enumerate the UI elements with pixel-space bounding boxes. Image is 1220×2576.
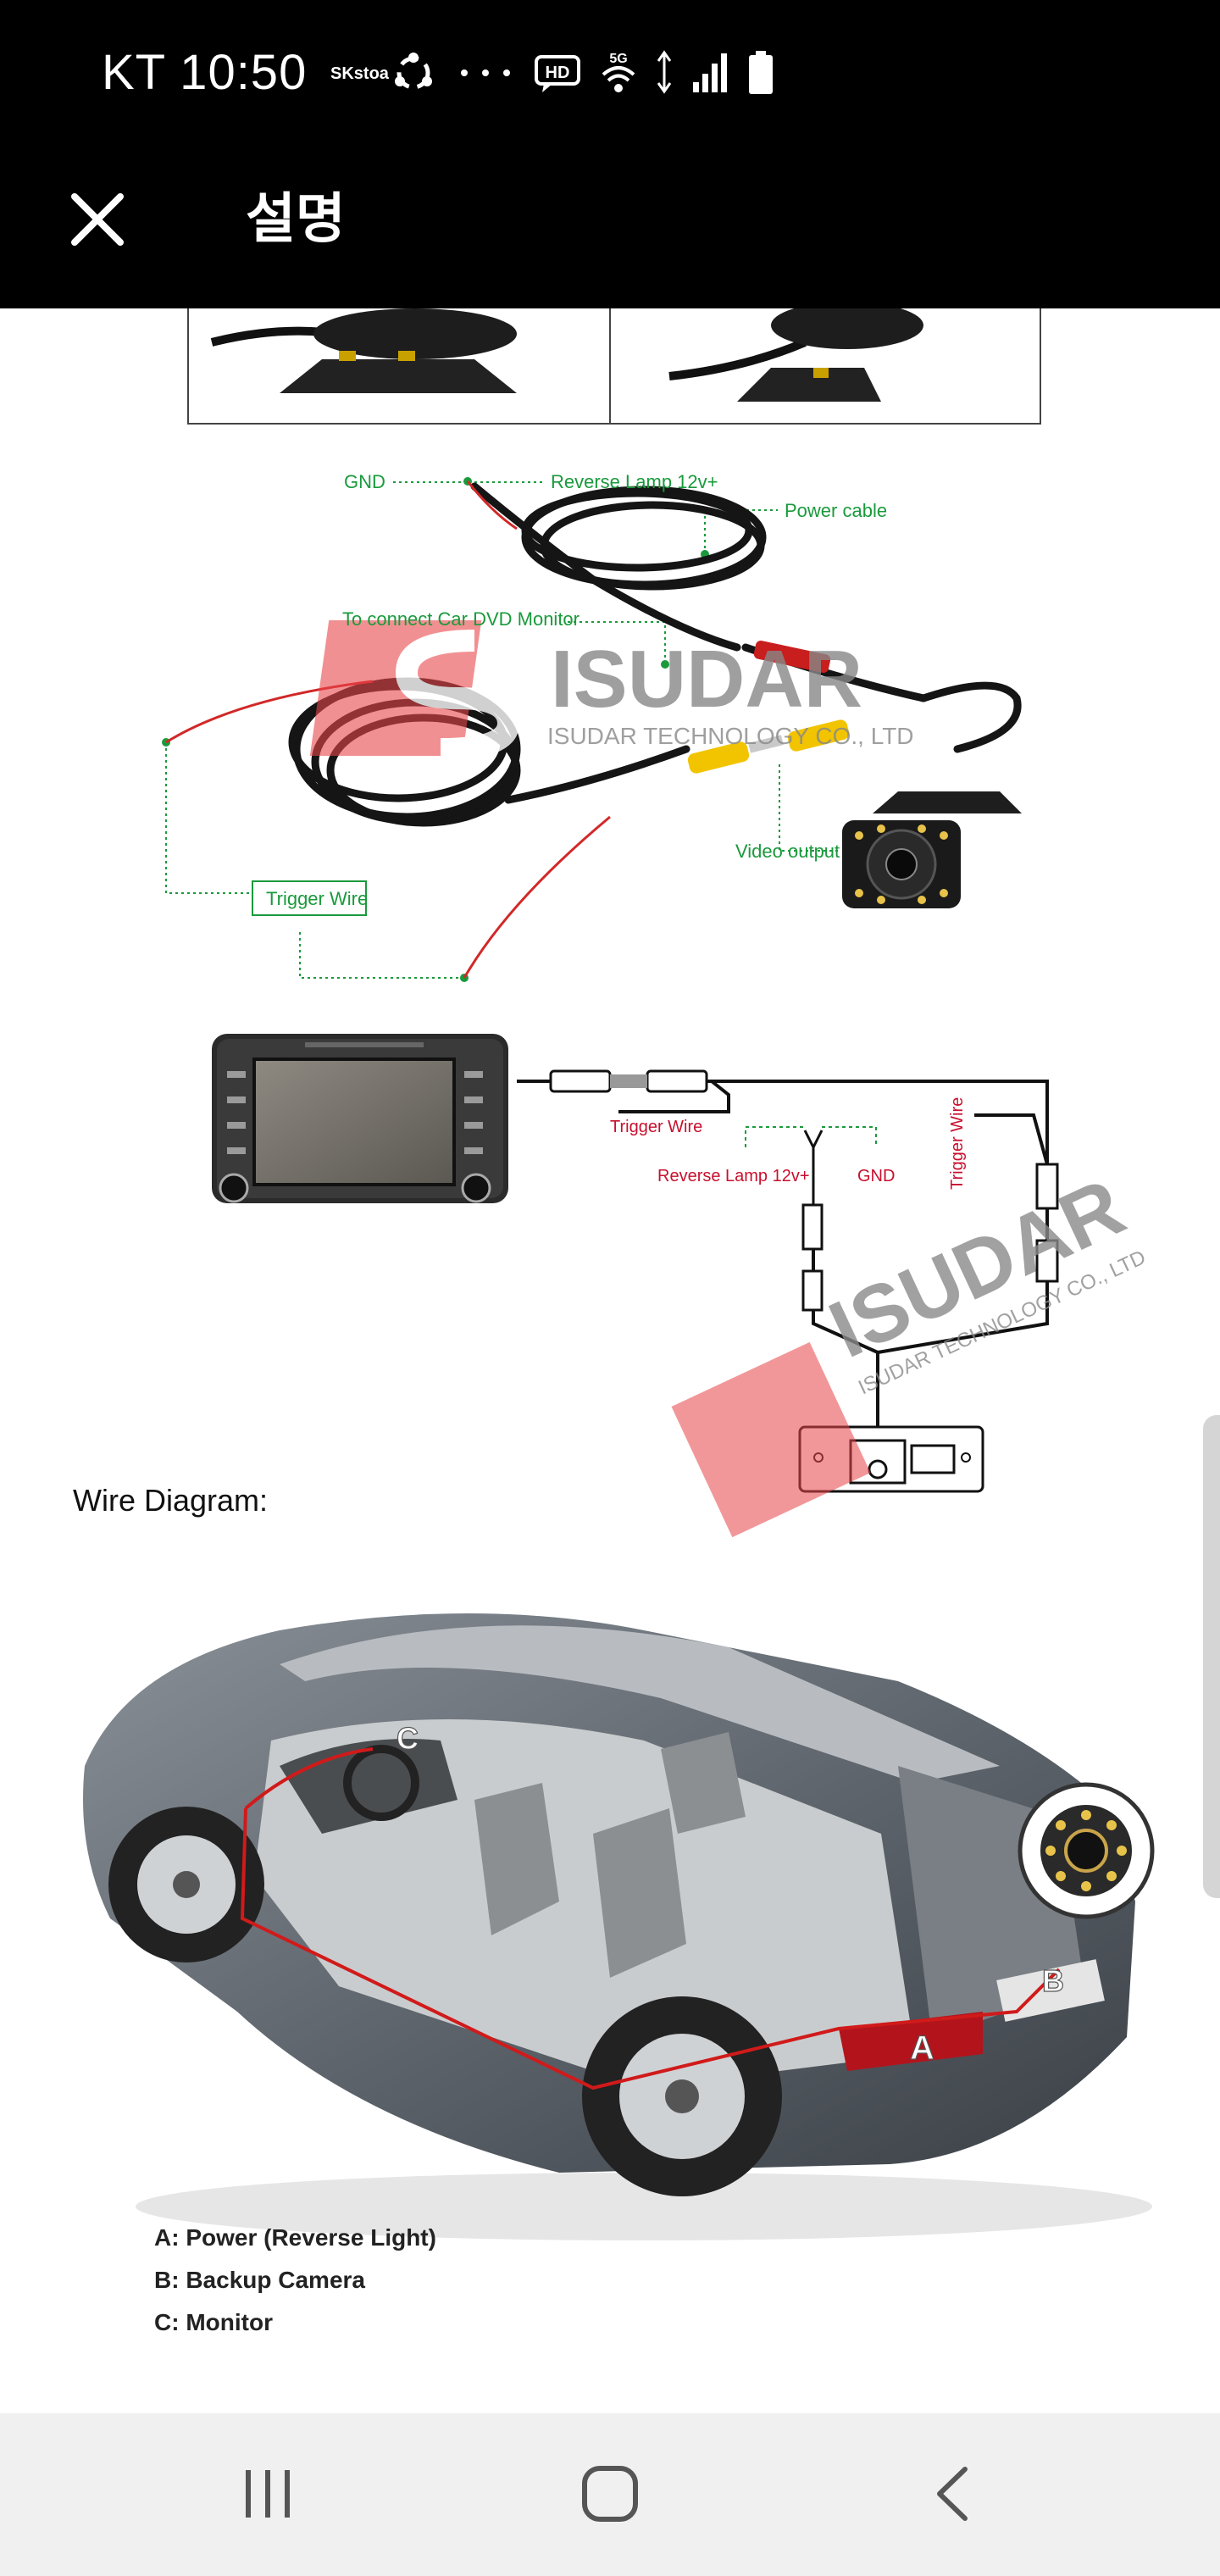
carrier-badge: SKstoa	[330, 64, 389, 83]
schematic-label-gnd: GND	[857, 1167, 895, 1185]
camera-callout	[1018, 1782, 1155, 1919]
description-image: ISUDAR ISUDAR TECHNOLOGY CO., LTD GND Re…	[83, 308, 1155, 2240]
status-icons: HD 5G	[390, 47, 774, 98]
dvd-monitor	[212, 1034, 508, 1203]
legend-item-a: A: Power (Reverse Light)	[154, 2224, 436, 2251]
label-reverse-lamp: Reverse Lamp 12v+	[551, 471, 718, 492]
schematic-label-trigger-wire: Trigger Wire	[610, 1118, 702, 1136]
product-description-content[interactable]: ISUDAR ISUDAR TECHNOLOGY CO., LTD GND Re…	[0, 308, 1220, 2413]
page-title: 설명	[246, 188, 346, 251]
legend: A: Power (Reverse Light) B: Backup Camer…	[154, 2217, 436, 2344]
back-button[interactable]	[893, 2447, 1012, 2540]
label-gnd: GND	[344, 471, 385, 492]
home-icon	[582, 2466, 638, 2522]
share-app-icon	[390, 49, 437, 97]
schematic-label-trigger-wire-vertical: Trigger Wire	[948, 1097, 967, 1190]
camera-photo-left	[210, 308, 517, 393]
watermark-subtext: ISUDAR TECHNOLOGY CO., LTD	[547, 723, 914, 749]
recent-apps-button[interactable]	[208, 2447, 327, 2540]
wifi-5g-icon: 5G	[600, 49, 637, 97]
svg-text:5G: 5G	[609, 52, 627, 66]
wire-diagram-heading: Wire Diagram:	[73, 1483, 269, 1518]
label-connect-monitor: To connect Car DVD Monitor	[342, 608, 580, 630]
legend-item-c: C: Monitor	[154, 2309, 273, 2335]
car-installation-illustration: C A B	[83, 1613, 1155, 2240]
signal-icon	[691, 52, 729, 94]
marker-a: A	[910, 2029, 934, 2067]
close-icon	[71, 193, 124, 246]
hd-voice-icon: HD	[534, 52, 581, 94]
marker-c: C	[396, 1721, 419, 1756]
app-bar: 설명	[0, 147, 1220, 308]
svg-text:HD: HD	[546, 64, 570, 82]
legend-item-b: B: Backup Camera	[154, 2267, 365, 2293]
back-icon	[937, 2467, 968, 2521]
top-image-grid	[187, 308, 1041, 425]
backup-camera-photo	[842, 791, 1022, 908]
marker-b: B	[1042, 1963, 1064, 1998]
label-trigger-wire: Trigger Wire	[266, 888, 368, 909]
data-transfer-icon	[656, 49, 673, 97]
status-bar: KT 10:50 SKstoa HD 5G	[0, 0, 1220, 147]
schematic-label-reverse-lamp: Reverse Lamp 12v+	[657, 1167, 810, 1185]
home-button[interactable]	[551, 2447, 669, 2540]
product-photo: ISUDAR ISUDAR TECHNOLOGY CO., LTD GND Re…	[162, 471, 1022, 982]
car-wheels	[108, 1807, 782, 2196]
scrollbar-handle[interactable]	[1203, 1415, 1220, 1898]
wiring-schematic: ISUDAR ISUDAR TECHNOLOGY CO., LTD Trigge…	[212, 1034, 1150, 1538]
navigation-bar	[0, 2413, 1220, 2576]
recent-apps-icon	[246, 2470, 290, 2518]
camera-photo-right	[668, 308, 923, 402]
watermark-text: ISUDAR	[551, 634, 862, 724]
label-video-output: Video output	[735, 841, 840, 862]
status-time: KT 10:50	[102, 45, 308, 100]
battery-icon	[747, 49, 774, 97]
watermark: ISUDAR ISUDAR TECHNOLOGY CO., LTD	[309, 620, 914, 760]
label-power-cable: Power cable	[785, 500, 887, 521]
more-dots-icon	[456, 64, 515, 81]
close-button[interactable]	[59, 181, 136, 258]
